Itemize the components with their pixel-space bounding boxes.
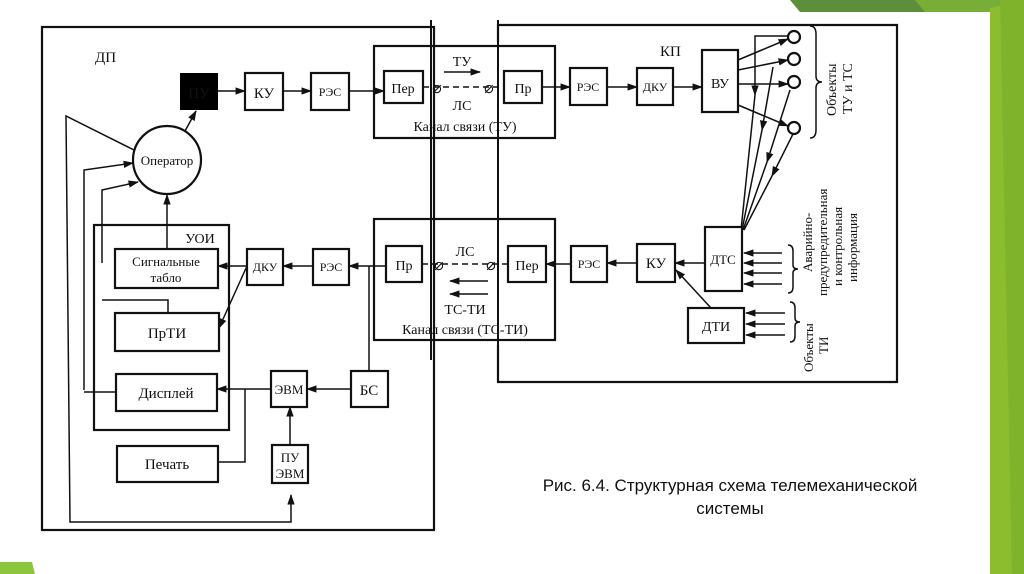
block-pr-top-label: Пр — [514, 82, 531, 97]
block-print — [115, 444, 220, 484]
block-per-bottom-label: Пер — [515, 259, 538, 274]
uoi-frame — [92, 223, 231, 432]
operator-label: Оператор — [141, 153, 194, 168]
block-per-top-label: Пер — [391, 82, 414, 97]
object-tu-ts-2 — [786, 51, 802, 67]
block-pu — [180, 73, 218, 110]
channel-ts-ti-line-label: ЛС — [456, 245, 475, 260]
block-prti-label: ПрТИ — [148, 326, 186, 342]
block-print-label: Печать — [145, 457, 189, 473]
block-dts — [703, 225, 744, 293]
object-tu-ts-1 — [786, 29, 802, 45]
block-dku-bottom-label: ДКУ — [253, 260, 278, 274]
block-pu-evm — [270, 443, 310, 485]
pu-evm-label-line1: ПУ — [281, 450, 300, 465]
objects-tu-ts-label-line1: Объекты — [825, 63, 840, 116]
bus-to-dts-4 — [743, 175, 773, 231]
object-tu-ts-3 — [786, 74, 802, 90]
block-dku-top-label: ДКУ — [643, 80, 668, 94]
vu-to-object-1 — [737, 38, 789, 61]
tu-terminal-right-icon: ⌀ — [484, 80, 494, 97]
object-1-feedback — [751, 35, 788, 97]
block-signal-boards — [113, 247, 220, 290]
block-vu — [700, 48, 740, 114]
block-res-top-left-label: РЭС — [319, 85, 342, 99]
block-vu-label: ВУ — [711, 77, 729, 92]
block-res-top-right-label: РЭС — [577, 80, 600, 94]
block-dku-top — [635, 66, 675, 107]
uoi-label: УОИ — [185, 232, 214, 247]
block-bs-label: БС — [360, 383, 379, 399]
channel-tu-title: Канал связи (ТУ) — [413, 120, 516, 135]
channel-ts-ti-frame — [372, 217, 557, 342]
alarm-info-label-line3: и контрольная — [830, 207, 845, 286]
figure-caption: Рис. 6.4. Структурная схема телемеханиче… — [470, 474, 990, 520]
objects-ti-label-line1: Объекты — [801, 323, 816, 372]
tu-terminal-left-icon: ⌀ — [432, 80, 442, 97]
dp-region-frame — [40, 25, 436, 532]
block-dti-label: ДТИ — [702, 320, 730, 335]
channel-tu-line-label: ЛС — [453, 99, 472, 114]
channel-ts-ti-title: Канал связи (ТС-ТИ) — [402, 323, 528, 338]
alarm-info-label-line1: Аварийно- — [800, 213, 815, 272]
block-ku-top-label: КУ — [254, 86, 275, 102]
operator-input-line-2 — [101, 180, 140, 263]
object-4-feedback — [771, 133, 794, 177]
block-evm — [269, 369, 309, 409]
object-3-feedback — [766, 89, 791, 164]
alarm-info-label-line4: информация — [845, 213, 860, 282]
block-display-label: Дисплей — [138, 386, 193, 402]
block-pu-label: ПУ — [188, 86, 210, 102]
block-evm-label: ЭВМ — [275, 382, 304, 397]
bottom-left-green-tab — [0, 562, 35, 574]
caption-line-2: системы — [696, 499, 764, 518]
channel-tu-direction-label: ТУ — [453, 55, 472, 70]
channel-tu-frame — [372, 44, 557, 140]
pu-evm-label-line2: ЭВМ — [276, 466, 305, 481]
block-per-bottom — [506, 244, 548, 284]
alarm-info-brace — [787, 244, 799, 294]
print-to-evm-line — [218, 389, 246, 463]
arrow-dku-to-prti — [218, 265, 248, 329]
ts-ti-terminal-left-icon: ⌀ — [434, 257, 444, 274]
object-2-feedback — [760, 66, 774, 132]
right-green-panel-shade — [1000, 0, 1024, 574]
object-tu-ts-4 — [786, 120, 802, 136]
signal-boards-label-line1: Сигнальные — [132, 254, 200, 269]
block-dts-label: ДТС — [710, 252, 735, 267]
operator-feedback-outer — [65, 114, 295, 523]
kp-region-label: КП — [660, 44, 681, 60]
block-res-bottom-right-label: РЭС — [578, 257, 601, 271]
arrow-operator-to-pu — [184, 110, 197, 132]
block-pr-bottom-label: Пр — [395, 259, 412, 274]
block-res-bottom-right — [569, 244, 609, 284]
arrow-dti-to-ku — [675, 269, 712, 309]
bus-to-dts-3 — [742, 161, 768, 231]
bus-to-dts-1 — [740, 94, 756, 231]
caption-line-1: Рис. 6.4. Структурная схема телемеханиче… — [542, 476, 918, 495]
block-ku-bottom-label: КУ — [646, 256, 667, 272]
objects-tu-ts-label-line2: ТУ и ТС — [841, 63, 856, 114]
objects-ti-brace — [789, 301, 801, 343]
block-ku-bottom — [635, 242, 677, 284]
block-prti — [113, 311, 221, 353]
vu-to-object-2 — [737, 58, 790, 71]
top-right-green-band-dark — [790, 0, 930, 12]
dp-region-label: ДП — [95, 50, 116, 66]
block-res-bottom-left-label: РЭС — [320, 260, 343, 274]
bus-to-dts-2 — [741, 129, 763, 231]
ts-ti-terminal-right-icon: ⌀ — [486, 257, 496, 274]
operator-input-line-1 — [83, 160, 135, 390]
objects-ti-label-line2: ТИ — [816, 337, 831, 354]
objects-tu-ts-brace — [809, 25, 823, 139]
block-dti — [686, 306, 746, 345]
alarm-info-label-line2: предупредительная — [815, 189, 830, 296]
channel-ts-ti-direction-label: ТС-ТИ — [444, 303, 485, 318]
prti-to-operator-line — [102, 299, 169, 313]
signal-boards-label-line2: табло — [151, 270, 182, 285]
